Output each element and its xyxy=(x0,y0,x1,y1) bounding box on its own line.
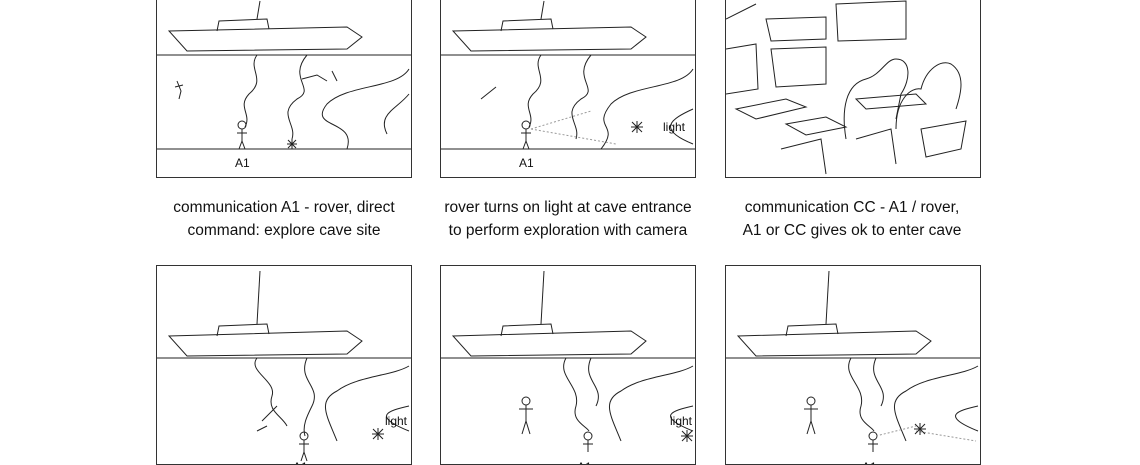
control-center-scene xyxy=(726,0,967,175)
caption-2: rover turns on light at cave entrance to… xyxy=(418,196,718,242)
cave-outline xyxy=(608,365,694,442)
underwater-scene-6: A1 xyxy=(726,270,980,464)
tether-line xyxy=(287,54,308,140)
desk xyxy=(734,93,928,136)
caption-line: A1 or CC gives ok to enter cave xyxy=(742,222,962,239)
storyboard-panel-2: light A1 xyxy=(440,0,696,178)
storyboard-panel-4: light A1 xyxy=(156,265,412,465)
ship xyxy=(736,270,932,357)
tether-line xyxy=(848,357,875,432)
tether-line xyxy=(243,54,258,128)
standing-diver xyxy=(519,396,533,435)
rover xyxy=(631,121,643,133)
rover xyxy=(287,139,297,149)
rover xyxy=(681,430,693,442)
diver xyxy=(583,431,593,452)
ship xyxy=(167,0,363,52)
swimming-diver xyxy=(301,70,338,82)
underwater-scene-2: light A1 xyxy=(441,0,695,170)
label-a1: A1 xyxy=(519,156,534,170)
cave-outline xyxy=(893,365,979,442)
tether-line xyxy=(527,54,542,128)
swimming-diver xyxy=(480,86,497,100)
caption-line: communication A1 - rover, direct xyxy=(173,199,395,216)
diver xyxy=(299,431,309,462)
cave-outline xyxy=(324,365,410,442)
camera-view-line xyxy=(530,110,617,145)
caption-3: communication CC - A1 / rover, A1 or CC … xyxy=(702,196,1002,242)
underwater-scene-4: light A1 xyxy=(157,270,411,464)
caption-line: rover turns on light at cave entrance xyxy=(444,199,692,216)
storyboard-panel-1: A1 xyxy=(156,0,412,178)
diver xyxy=(521,120,531,150)
camera-view-line xyxy=(875,425,977,442)
tether-line xyxy=(563,357,590,432)
label-a1: A1 xyxy=(577,460,592,464)
ship xyxy=(451,270,647,357)
operators xyxy=(843,58,962,140)
swimming-diver xyxy=(174,80,184,100)
caption-line: to perform exploration with camera xyxy=(448,222,688,239)
ship xyxy=(451,0,647,52)
swimming-diver xyxy=(256,405,278,432)
chairs xyxy=(780,120,967,175)
label-a1: A1 xyxy=(862,460,877,464)
tether-line xyxy=(254,357,288,427)
standing-diver xyxy=(804,396,818,435)
underwater-scene-1: A1 xyxy=(157,0,411,170)
cave-outline xyxy=(600,68,694,150)
rover xyxy=(372,428,384,440)
ship xyxy=(167,270,363,357)
label-a1: A1 xyxy=(235,156,250,170)
light-label: light xyxy=(385,414,408,428)
tether-line xyxy=(571,54,592,140)
storyboard-panel-6: A1 xyxy=(725,265,981,465)
label-a1: A1 xyxy=(293,460,308,464)
diver xyxy=(237,120,247,150)
rover xyxy=(914,423,926,435)
diver xyxy=(868,431,878,452)
tether-line xyxy=(303,357,315,437)
monitor-wall xyxy=(726,0,907,95)
cave-outline xyxy=(321,68,410,150)
caption-line: command: explore cave site xyxy=(187,222,381,239)
tether-line xyxy=(588,357,599,407)
caption-1: communication A1 - rover, direct command… xyxy=(134,196,434,242)
tether-line xyxy=(873,357,884,407)
underwater-scene-5: light A1 xyxy=(441,270,695,464)
light-label: light xyxy=(663,120,686,134)
storyboard-panel-5: light A1 xyxy=(440,265,696,465)
caption-line: communication CC - A1 / rover, xyxy=(744,199,960,216)
storyboard-panel-3 xyxy=(725,0,981,178)
light-label: light xyxy=(670,414,693,428)
